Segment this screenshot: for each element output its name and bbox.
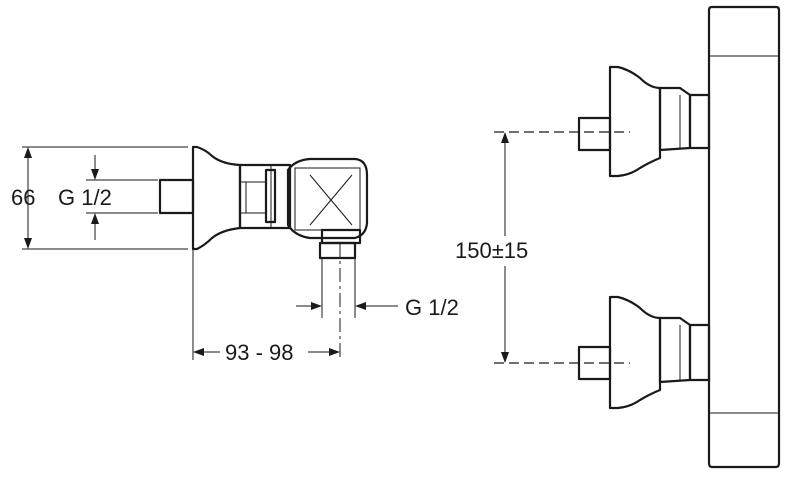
side-view [22, 145, 398, 360]
front-view [494, 5, 781, 469]
height-label: 66 [11, 185, 35, 210]
outlet-thread-label: G 1/2 [405, 295, 459, 320]
depth-label: 93 - 98 [225, 340, 294, 365]
wall-thread-label: G 1/2 [58, 185, 112, 210]
spacing-label: 150±15 [455, 238, 528, 263]
